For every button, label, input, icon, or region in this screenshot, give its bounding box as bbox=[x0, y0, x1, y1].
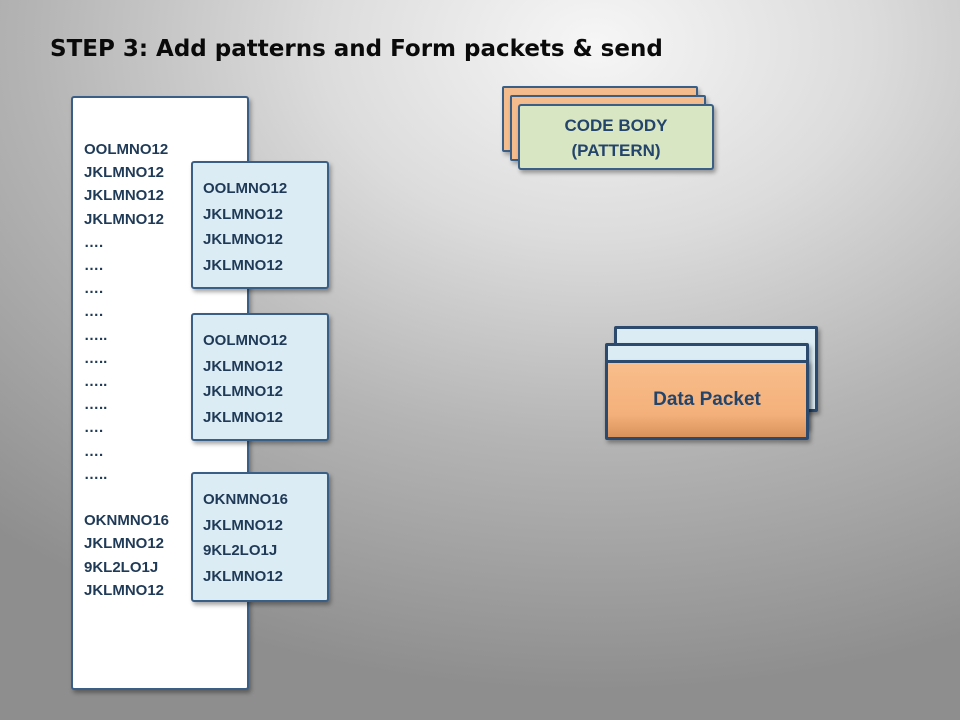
chunk-line: JKLMNO12 bbox=[203, 205, 284, 223]
code-line: …. bbox=[84, 257, 104, 275]
code-line: JKLMNO12 bbox=[84, 581, 165, 599]
chunk-line: OOLMNO12 bbox=[203, 180, 288, 197]
code-chunk-2: OOLMNO12 JKLMNO12 JKLMNO12 JKLMNO12 bbox=[191, 313, 329, 441]
code-line: OOLMNO12 bbox=[84, 141, 169, 158]
chunk-line: JKLMNO12 bbox=[203, 231, 284, 248]
code-line: ….. bbox=[84, 465, 108, 483]
chunk-line: JKLMNO12 bbox=[203, 567, 284, 585]
chunk-line: JKLMNO12 bbox=[203, 256, 284, 274]
code-line: OKNMNO16 bbox=[84, 512, 170, 530]
data-packet-label: Data Packet bbox=[653, 389, 761, 410]
code-line: 9KL2LO1J bbox=[84, 558, 159, 576]
pattern-card: CODE BODY (PATTERN) bbox=[518, 104, 714, 170]
code-line: …. bbox=[84, 233, 104, 251]
chunk-line: JKLMNO12 bbox=[203, 516, 284, 534]
code-line: …. bbox=[84, 303, 104, 321]
pattern-label-line-1: CODE BODY bbox=[564, 116, 668, 135]
pattern-label-line-2: (PATTERN) bbox=[571, 141, 661, 160]
data-packet-card: Data Packet bbox=[605, 360, 809, 440]
code-chunk-3: OKNMNO16 JKLMNO12 9KL2LO1J JKLMNO12 bbox=[191, 472, 329, 602]
chunk-line: JKLMNO12 bbox=[203, 408, 284, 426]
code-chunk-1: OOLMNO12 JKLMNO12 JKLMNO12 JKLMNO12 bbox=[191, 161, 329, 289]
chunk-line: 9KL2LO1J bbox=[203, 542, 278, 559]
code-line: ….. bbox=[84, 373, 108, 391]
code-line: JKLMNO12 bbox=[84, 187, 165, 205]
slide-title: STEP 3: Add patterns and Form packets & … bbox=[50, 36, 663, 62]
code-line: …. bbox=[84, 442, 104, 460]
code-line: JKLMNO12 bbox=[84, 210, 165, 228]
code-line: …. bbox=[84, 419, 104, 437]
code-line: ….. bbox=[84, 349, 108, 367]
code-line: JKLMNO12 bbox=[84, 164, 165, 182]
code-line: JKLMNO12 bbox=[84, 535, 165, 553]
chunk-line: JKLMNO12 bbox=[203, 357, 284, 375]
chunk-line: OKNMNO16 bbox=[203, 491, 289, 508]
code-line: …. bbox=[84, 280, 104, 298]
chunk-line: JKLMNO12 bbox=[203, 383, 284, 400]
code-line: ….. bbox=[84, 326, 108, 344]
code-line: ….. bbox=[84, 396, 108, 414]
chunk-line: OOLMNO12 bbox=[203, 332, 288, 349]
